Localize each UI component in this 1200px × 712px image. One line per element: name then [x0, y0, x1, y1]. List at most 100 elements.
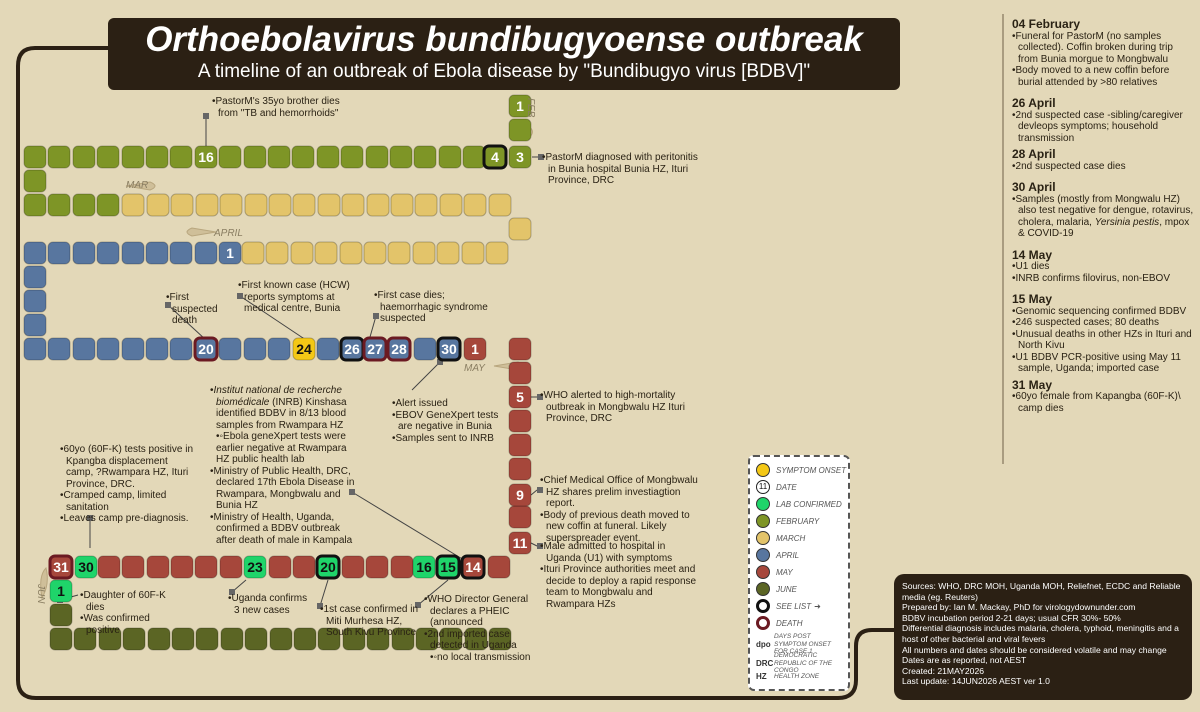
day-cell	[365, 555, 389, 579]
bullet-item: Alert issued	[392, 398, 514, 410]
day-cell	[195, 193, 219, 217]
day-number: 1	[226, 245, 234, 261]
day-cell	[169, 337, 193, 361]
day-cell	[194, 241, 218, 265]
day-number: 28	[391, 341, 407, 357]
bullet-item: Cramped camp, limited sanitation	[60, 490, 196, 513]
day-cell	[218, 337, 242, 361]
day-cell	[508, 433, 532, 457]
day-cell	[49, 627, 73, 651]
bullet-item: First case dies; haemorrhagic syndrome s…	[374, 290, 496, 325]
day-cell	[291, 145, 315, 169]
day-number: 20	[198, 341, 214, 357]
side-divider	[1002, 14, 1004, 464]
day-cell	[219, 193, 243, 217]
day-cell	[436, 241, 460, 265]
day-cell	[290, 241, 314, 265]
legend-symptom-onset: SYMPTOM ONSET	[756, 463, 846, 477]
day-cell	[316, 145, 340, 169]
day-cell	[23, 313, 47, 337]
day-number: 27	[367, 341, 383, 357]
day-cell	[412, 241, 436, 265]
day-cell	[314, 241, 338, 265]
day-cell-y1	[463, 337, 487, 361]
day-cell	[317, 193, 341, 217]
side-date-heading: 04 February	[1012, 17, 1081, 31]
day-cell	[49, 603, 73, 627]
day-cell-y31	[48, 554, 74, 580]
day-cell	[244, 627, 268, 651]
day-cell	[508, 118, 532, 142]
title-banner: Orthoebolavirus bundibugyoense outbreak …	[108, 18, 900, 90]
annotation-male-admitted: Male admitted to hospital in Uganda (U1)…	[540, 541, 702, 610]
side-item: 246 suspected cases; 80 deaths	[1012, 317, 1194, 329]
sources-line: Created: 21MAY2026	[902, 665, 985, 676]
page-title: Orthoebolavirus bundibugyoense outbreak	[145, 20, 863, 59]
march-swatch	[756, 531, 770, 545]
side-timeline: 04 FebruaryFuneral for PastorM (no sampl…	[1012, 14, 1194, 414]
day-cell	[169, 241, 193, 265]
side-item: 60yo female from Kapangba (60F-K)\ camp …	[1012, 391, 1194, 414]
day-cell	[389, 145, 413, 169]
day-cell	[72, 241, 96, 265]
day-cell	[72, 145, 96, 169]
day-cell	[292, 193, 316, 217]
day-number: 5	[516, 389, 524, 405]
day-cell-a27	[362, 336, 388, 362]
side-item: 2nd suspected case -sibling/caregiver de…	[1012, 110, 1194, 145]
day-cell	[463, 193, 487, 217]
day-cell	[267, 145, 291, 169]
day-cell	[292, 555, 316, 579]
day-cell-y16	[412, 555, 436, 579]
day-cell	[462, 145, 486, 169]
month-label-may: MAY	[464, 363, 485, 374]
arrow-right-icon: ➜	[814, 601, 821, 611]
day-cell	[269, 627, 293, 651]
annotation-who-alerted: WHO alerted to high-mortality outbreak i…	[540, 390, 700, 425]
day-cell	[23, 193, 47, 217]
day-number: 31	[53, 559, 69, 575]
lab-confirmed-swatch	[756, 497, 770, 511]
death-swatch	[756, 616, 770, 630]
day-cell	[23, 337, 47, 361]
day-cell-y9	[508, 483, 532, 507]
day-cell	[508, 337, 532, 361]
day-number: 4	[491, 149, 499, 165]
day-cell	[145, 241, 169, 265]
day-cell-y15	[435, 554, 461, 580]
day-number: 1	[516, 98, 524, 114]
day-cell	[219, 555, 243, 579]
day-cell	[244, 193, 268, 217]
day-cell	[23, 145, 47, 169]
day-cell-y14	[460, 554, 486, 580]
bullet-item: Uganda confirms 3 new cases	[228, 593, 314, 616]
day-number: 14	[465, 559, 481, 575]
sources-line: All numbers and dates should be consider…	[902, 644, 1167, 655]
day-number: 15	[440, 559, 456, 575]
day-number: 23	[247, 559, 263, 575]
bullet-item: First suspected death	[166, 292, 230, 327]
day-cell	[487, 555, 511, 579]
sources-line: Last update: 14JUN2026 AEST ver 1.0	[902, 676, 1050, 687]
month-label-feb: FEB	[525, 98, 536, 118]
day-cell	[47, 193, 71, 217]
day-number: 3	[516, 149, 524, 165]
side-item: U1 dies	[1012, 261, 1194, 273]
day-cell	[96, 337, 120, 361]
day-cell	[508, 457, 532, 481]
bullet-item: Ituri Province authorities meet and deci…	[540, 564, 702, 610]
annotation-first-death: First suspected death	[166, 292, 230, 327]
day-cell	[121, 241, 145, 265]
annotation-first-case: First known case (HCW) reports symptoms …	[238, 280, 364, 315]
legend-may: MAY	[756, 565, 793, 579]
day-cell	[220, 627, 244, 651]
side-item: Samples (mostly from Mongwalu HZ) also t…	[1012, 194, 1194, 240]
side-item: Body moved to a new coffin before burial…	[1012, 65, 1194, 88]
symptom-onset-swatch	[756, 463, 770, 477]
bullet-item: Male admitted to hospital in Uganda (U1)…	[540, 541, 702, 564]
bullet-item: Samples sent to INRB	[392, 433, 514, 445]
